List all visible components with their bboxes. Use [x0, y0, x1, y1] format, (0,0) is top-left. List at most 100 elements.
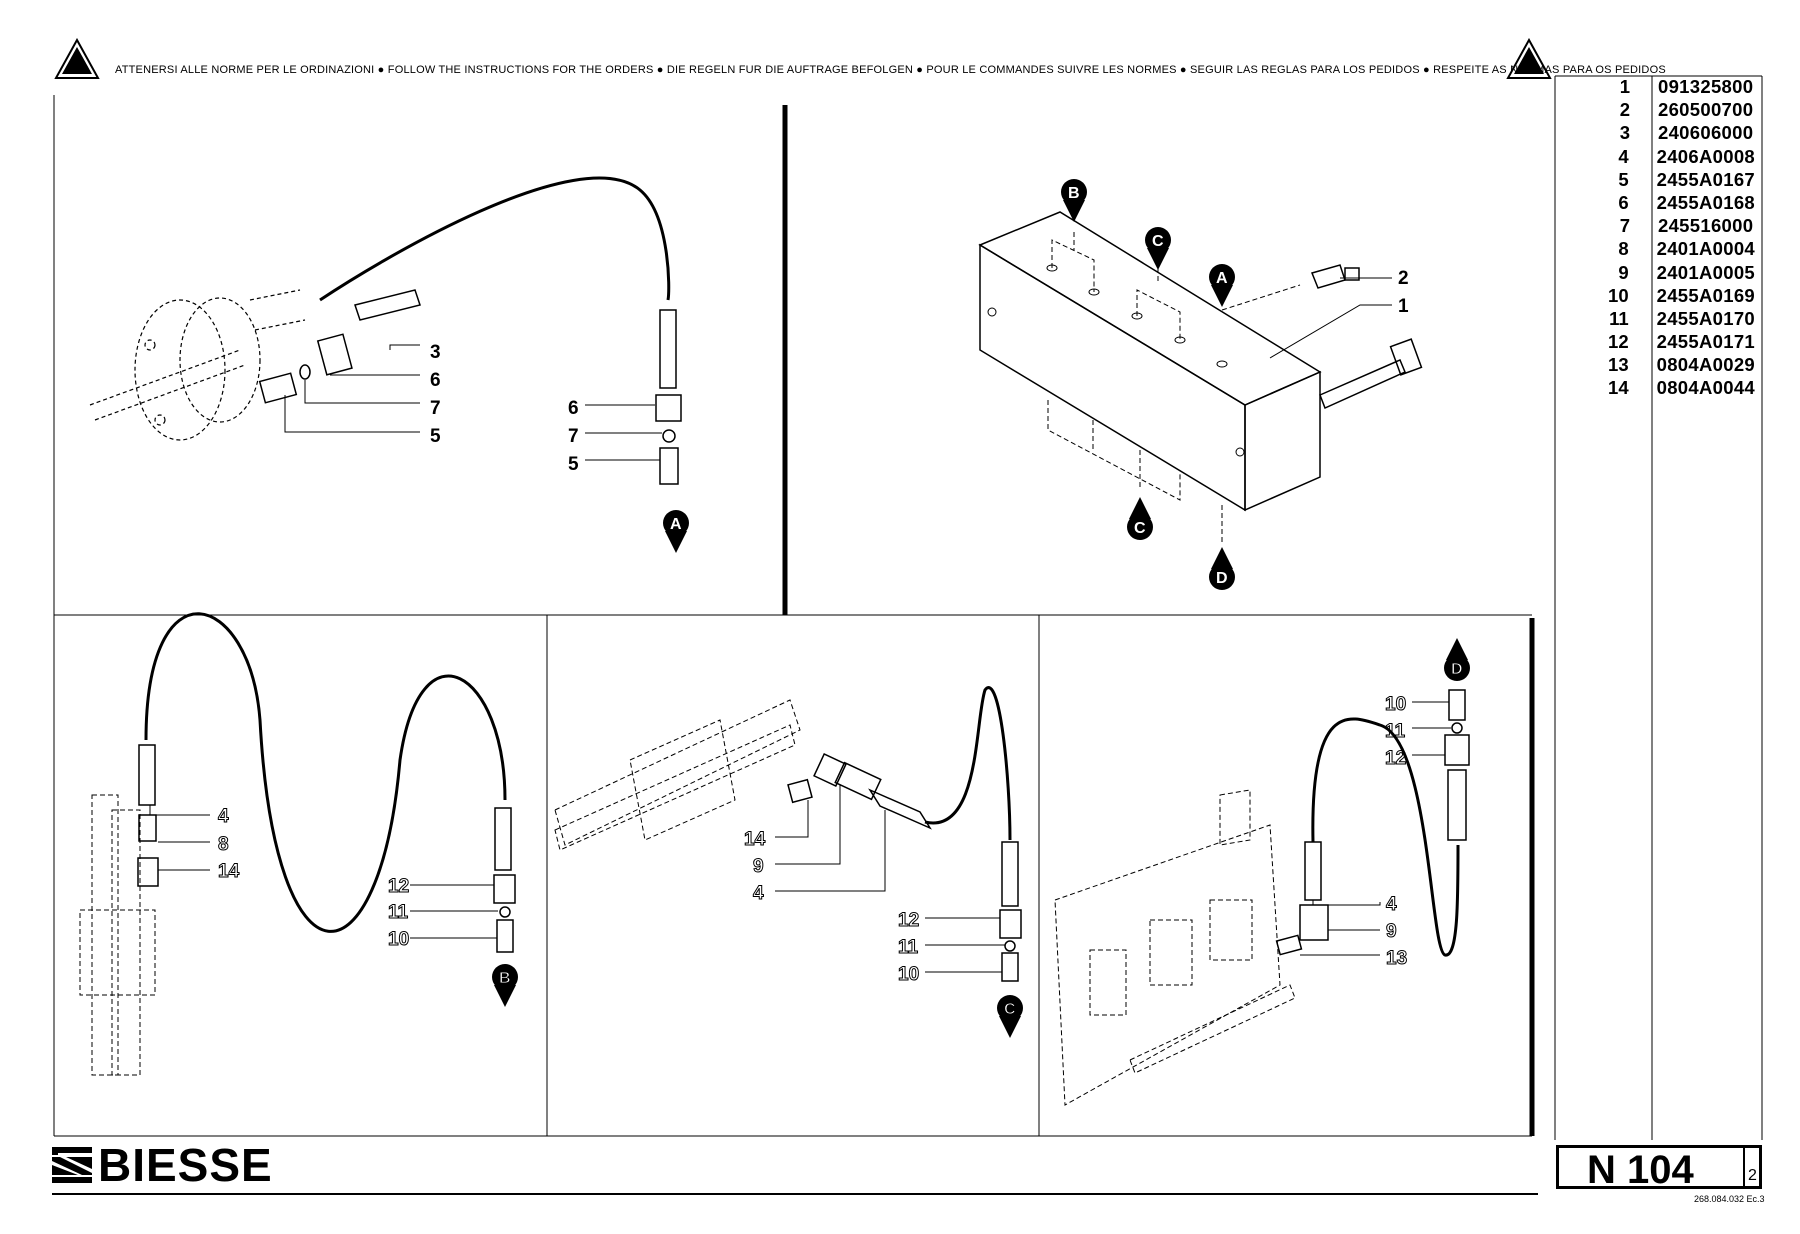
callout-11: 11 [1385, 721, 1406, 742]
callout-10: 10 [388, 929, 409, 950]
part-number: 3 [1619, 122, 1630, 144]
callout-2: 2 [1398, 268, 1409, 289]
document-reference: 268.084.032 Ec.3 [1694, 1194, 1765, 1204]
part-row: 8 2401A0004 [1555, 238, 1755, 261]
svg-text:D: D [1216, 570, 1228, 587]
part-row: 12 2455A0171 [1555, 331, 1755, 354]
part-row: 13 0804A0029 [1555, 354, 1755, 377]
part-code: 2455A0167 [1656, 168, 1755, 190]
callout-9: 9 [753, 856, 764, 877]
svg-text:D: D [1451, 661, 1463, 678]
callout-9: 9 [1386, 921, 1397, 942]
callout-14: 14 [744, 829, 766, 850]
part-code: 2455A0168 [1656, 191, 1755, 213]
svg-text:A: A [670, 516, 682, 533]
panel-1-ballscrew-assembly [89, 176, 682, 485]
callout-12: 12 [388, 876, 409, 897]
part-row: 1 091325800 [1555, 76, 1755, 99]
callout-13: 13 [1386, 948, 1407, 969]
biesse-logo: BIESSE [52, 1142, 273, 1188]
part-row: 3 240606000 [1555, 122, 1755, 145]
part-code: 2401A0005 [1656, 261, 1755, 283]
panel-4-linear-guide-assembly: 14 9 4 12 11 10 C [554, 686, 1023, 1038]
connection-marker-a: A [1209, 264, 1235, 307]
svg-text:C: C [1004, 1001, 1016, 1018]
part-code: 0804A0029 [1656, 354, 1755, 376]
callout-4: 4 [753, 883, 764, 904]
warning-triangle-icon [54, 38, 100, 79]
biesse-logo-icon [52, 1147, 92, 1183]
part-row: 2 260500700 [1555, 99, 1755, 122]
part-number: 6 [1618, 191, 1629, 213]
svg-text:C: C [1152, 233, 1164, 250]
connection-marker-d: D [1209, 547, 1235, 590]
brand-name: BIESSE [98, 1139, 273, 1191]
callout-4: 4 [218, 806, 229, 827]
callout-5: 5 [568, 454, 579, 475]
part-number: 8 [1618, 238, 1629, 260]
part-number: 4 [1618, 145, 1629, 167]
part-code: 2401A0004 [1656, 238, 1755, 260]
callout-7: 7 [430, 398, 441, 419]
callout-5: 5 [430, 426, 441, 447]
connection-marker-c: C [1145, 227, 1171, 270]
callout-11: 11 [898, 937, 919, 958]
part-row: 11 2455A0170 [1555, 308, 1755, 331]
part-number: 1 [1619, 76, 1630, 97]
callout-6: 6 [430, 370, 441, 391]
callout-12: 12 [1385, 748, 1406, 769]
callout-12: 12 [898, 910, 919, 931]
callout-8: 8 [218, 834, 229, 855]
order-instructions: ATTENERSI ALLE NORME PER LE ORDINAZIONI … [115, 64, 1666, 76]
part-number: 10 [1608, 284, 1629, 306]
callout-10: 10 [898, 964, 919, 985]
connection-marker-c: C [997, 995, 1023, 1038]
part-number: 2 [1619, 99, 1630, 121]
part-code: 260500700 [1658, 99, 1754, 121]
part-code: 091325800 [1658, 76, 1754, 97]
part-number: 5 [1618, 168, 1629, 190]
part-row: 6 2455A0168 [1555, 192, 1755, 215]
sheet-number: 2 [1748, 1167, 1757, 1184]
part-number: 13 [1608, 354, 1629, 376]
warning-triangle-icon [1506, 38, 1552, 79]
part-number: 12 [1608, 331, 1629, 353]
part-code: 245516000 [1658, 215, 1754, 237]
part-row: 5 2455A0167 [1555, 169, 1755, 192]
panel-1-callouts: 3 6 7 5 6 7 5 [430, 342, 579, 475]
connection-marker-b: B [1061, 179, 1087, 222]
parts-list: 1 091325800 2 260500700 3 240606000 4 2406A0008… [1555, 76, 1755, 401]
connection-marker-a: A [663, 510, 689, 553]
part-code: 0804A0044 [1656, 377, 1755, 399]
part-code: 2455A0171 [1656, 331, 1755, 353]
connection-marker-d: D [1444, 638, 1470, 681]
sheet-box [1743, 1145, 1761, 1189]
svg-text:B: B [1068, 185, 1080, 202]
part-row: 4 2406A0008 [1555, 146, 1755, 169]
part-code: 240606000 [1658, 122, 1754, 144]
callout-6: 6 [568, 398, 579, 419]
part-number: 9 [1618, 261, 1629, 283]
panel-2-markers: B C A C D 2 1 [1061, 179, 1409, 590]
callout-14: 14 [218, 861, 240, 882]
part-code: 2455A0170 [1656, 307, 1755, 329]
table-number: N 104 [1587, 1148, 1694, 1192]
part-code: 2406A0008 [1656, 145, 1755, 167]
callout-11: 11 [388, 902, 409, 923]
panel-3-column-assembly: 4 8 14 12 11 10 B [79, 612, 518, 1076]
svg-text:A: A [1216, 270, 1228, 287]
panel-5-carriage-plate-assembly: 10 11 12 4 9 13 D [1054, 638, 1470, 1106]
connection-marker-b: B [492, 964, 518, 1007]
callout-10: 10 [1385, 694, 1406, 715]
table-number-box: N 104 [1556, 1145, 1762, 1192]
connection-marker-c: C [1127, 497, 1153, 540]
callout-1: 1 [1398, 296, 1409, 317]
part-row: 9 2401A0005 [1555, 262, 1755, 285]
callout-4: 4 [1386, 894, 1397, 915]
part-number: 11 [1609, 307, 1629, 329]
callout-3: 3 [430, 342, 441, 363]
svg-text:B: B [499, 970, 511, 987]
